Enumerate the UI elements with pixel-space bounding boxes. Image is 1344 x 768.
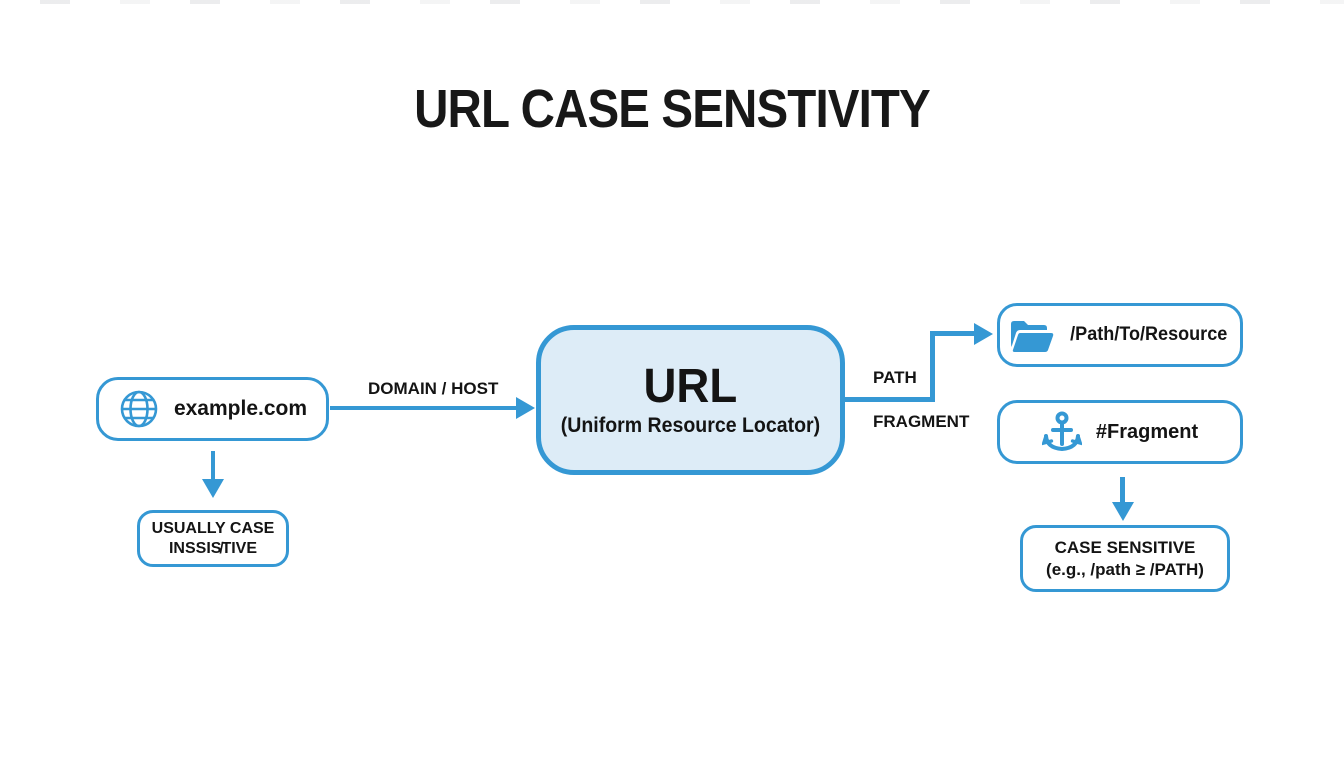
path-resource-label: /Path/To/Resource: [1070, 324, 1228, 345]
node-fragment: #Fragment: [997, 400, 1243, 464]
top-edge-artifacts: [0, 0, 1344, 4]
edge-label-path: PATH: [873, 368, 917, 387]
url-sublabel: (Uniform Resource Locator): [560, 414, 821, 438]
usually-case-line2: INSSIS̸TIVE: [168, 539, 258, 557]
edge-label-fragment: FRAGMENT: [873, 412, 970, 431]
usually-case-line1: USUALLY CASE: [151, 519, 275, 537]
node-path-resource: /Path/To/Resource: [997, 303, 1243, 367]
globe-icon: [118, 388, 160, 430]
edge-label-domain-host: DOMAIN / HOST: [368, 379, 499, 398]
node-url: URL (Uniform Resource Locator): [536, 325, 845, 475]
note-usually-case-insensitive: USUALLY CASE INSSIS̸TIVE: [137, 510, 289, 567]
folder-icon: [1008, 316, 1054, 354]
example-domain-label: example.com: [173, 397, 308, 420]
note-case-sensitive: CASE SENSITIVE (e.g., /path ≥ /PATH): [1020, 525, 1230, 592]
example-down-arrow-line: [211, 451, 215, 481]
domain-host-arrow-line: [330, 406, 520, 410]
url-label: URL: [643, 359, 738, 413]
example-down-arrowhead-icon: [202, 479, 224, 498]
path-arrowhead-icon: [974, 322, 993, 345]
node-example-domain: example.com: [96, 377, 329, 441]
anchor-icon: [1041, 410, 1082, 454]
path-connector-vertical: [930, 331, 935, 402]
case-sensitive-line2: (e.g., /path ≥ /PATH): [1046, 559, 1204, 579]
domain-host-arrowhead-icon: [516, 397, 535, 419]
fragment-down-arrow-line: [1120, 477, 1125, 504]
fragment-label: #Fragment: [1095, 420, 1199, 443]
case-sensitive-line1: CASE SENSITIVE: [1054, 538, 1196, 558]
diagram-title: URL CASE SENSTIVITY: [414, 79, 931, 139]
path-connector-top: [930, 331, 976, 336]
path-connector-horizontal: [845, 397, 935, 402]
fragment-down-arrowhead-icon: [1112, 502, 1134, 521]
